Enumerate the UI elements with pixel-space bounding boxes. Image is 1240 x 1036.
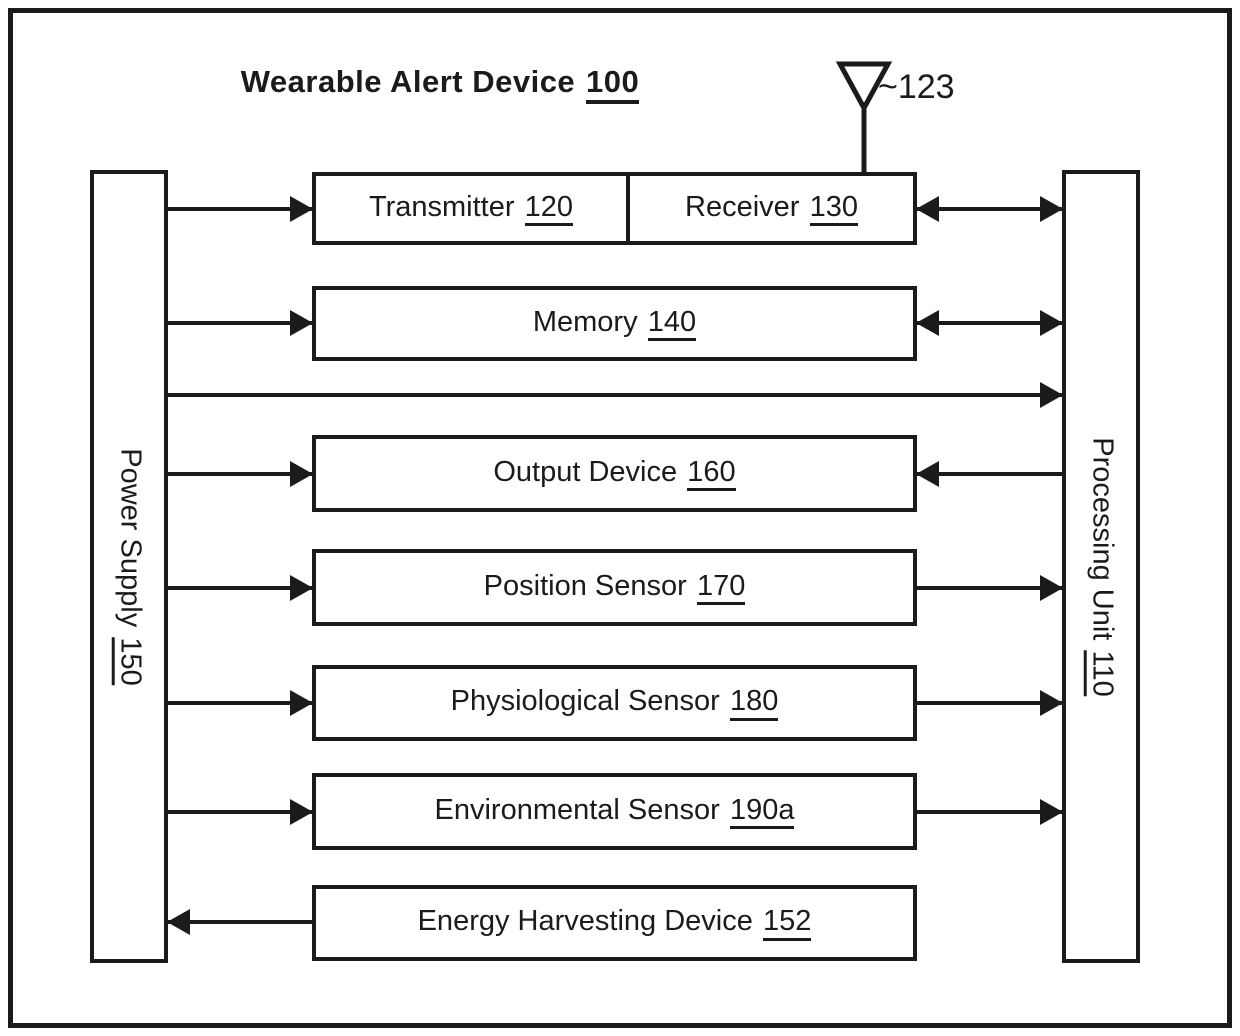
energy-harvesting-device-label: Energy Harvesting Device [417,905,753,938]
arrow-power-to-output-device [168,460,313,488]
figure-border [8,8,1232,1028]
antenna-ref-label: ~123 [878,68,955,106]
block-transmitter: Transmitter 120 [316,176,630,241]
memory-label: Memory [532,305,638,338]
environmental-sensor-ref: 190a [729,794,795,830]
block-label: Power Supply 150 [111,447,147,686]
receiver-label: Receiver [685,190,800,223]
processing-unit-label: Processing Unit [1086,436,1119,640]
processing-unit-ref: 110 [1083,650,1119,697]
arrow-processing-to-output-device [916,460,1062,488]
arrow-position-sensor-to-processing [917,574,1063,602]
output-device-label: Output Device [493,455,678,488]
arrow-power-to-memory [168,309,313,337]
figure-title: Wearable Alert Device 100 [120,64,760,104]
arrow-power-to-transmitter [168,195,313,223]
antenna-icon [835,60,893,174]
block-environmental-sensor: Environmental Sensor 190a [312,773,917,850]
block-receiver: Receiver 130 [630,176,913,241]
transmitter-ref: 120 [524,191,574,227]
arrow-power-to-processing-unit [168,381,1063,409]
block-physiological-sensor: Physiological Sensor 180 [312,665,917,741]
block-energy-harvesting-device: Energy Harvesting Device 152 [312,885,917,961]
arrow-power-to-environmental-sensor [168,798,313,826]
arrow-environmental-sensor-to-processing [917,798,1063,826]
block-label: Processing Unit 110 [1083,436,1119,697]
block-transmitter-receiver: Transmitter 120 Receiver 130 [312,172,917,245]
arrow-receiver-processing-bidirectional [916,195,1063,223]
arrow-energy-harvesting-to-power [167,908,312,936]
block-output-device: Output Device 160 [312,435,917,512]
block-processing-unit: Processing Unit 110 [1062,170,1140,963]
energy-harvesting-device-ref: 152 [763,905,812,941]
receiver-ref: 130 [809,191,858,227]
arrow-power-to-position-sensor [168,574,313,602]
figure-title-ref: 100 [586,64,640,104]
output-device-ref: 160 [687,456,736,492]
physiological-sensor-label: Physiological Sensor [450,685,720,718]
block-position-sensor: Position Sensor 170 [312,549,917,626]
physiological-sensor-ref: 180 [729,685,779,721]
arrow-memory-processing-bidirectional [916,309,1063,337]
block-power-supply: Power Supply 150 [90,170,168,963]
position-sensor-ref: 170 [696,570,746,606]
arrow-power-to-physiological-sensor [168,689,313,717]
block-memory: Memory 140 [312,286,917,361]
power-supply-label: Power Supply [114,447,147,627]
transmitter-label: Transmitter [368,190,515,223]
power-supply-ref: 150 [111,636,147,686]
memory-ref: 140 [647,306,697,342]
figure-title-text: Wearable Alert Device [240,64,576,99]
position-sensor-label: Position Sensor [483,569,687,602]
arrow-physiological-sensor-to-processing [917,689,1063,717]
environmental-sensor-label: Environmental Sensor [434,793,720,826]
